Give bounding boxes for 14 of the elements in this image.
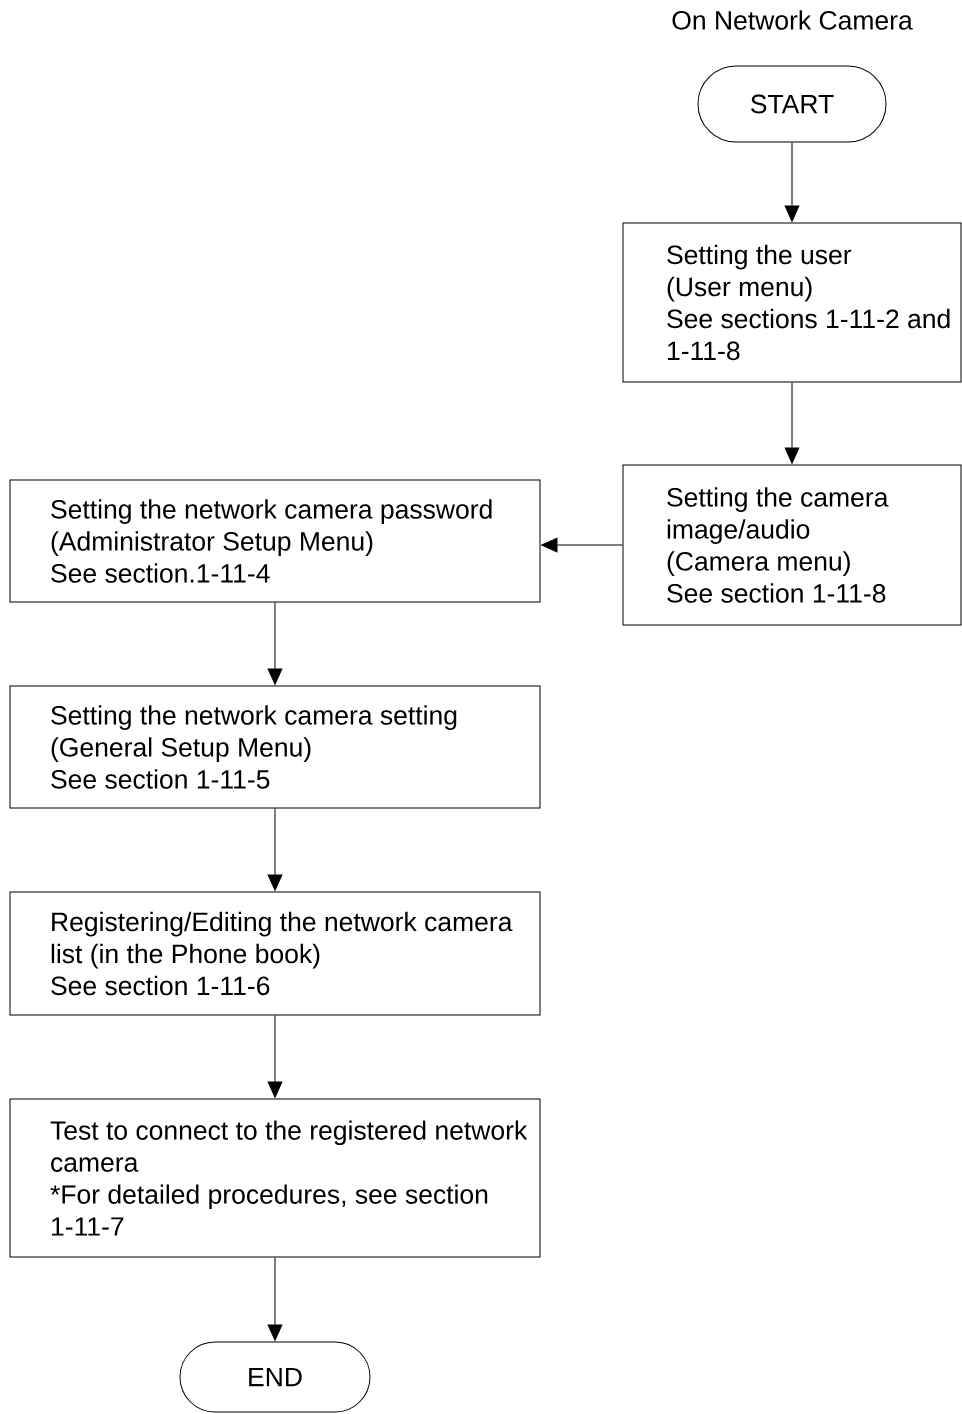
arrow [784,382,800,464]
arrow [267,1257,283,1341]
process-box: Registering/Editing the network camera list (in the Phone book) See section 1-11-6 [9,891,541,1016]
column-heading: On Network Camera [672,10,913,30]
arrow [267,602,283,685]
process-box: Setting the network camera password (Administrator Setup Menu) See section.1-11-4 [9,479,541,603]
arrow [541,537,623,553]
process-box: Setting the user (User menu) See sections 1-11-2 and 1-11-8 [622,222,962,383]
arrow [267,1015,283,1098]
process-box: Setting the network camera setting (General Setup Menu) See section 1-11-5 [9,685,541,809]
arrow [267,808,283,891]
arrow [784,142,800,222]
process-box: Test to connect to the registered network camera *For detailed procedures, see section 1-11-7 [9,1098,541,1258]
process-box: Setting the camera image/audio (Camera menu) See section 1-11-8 [622,464,962,626]
